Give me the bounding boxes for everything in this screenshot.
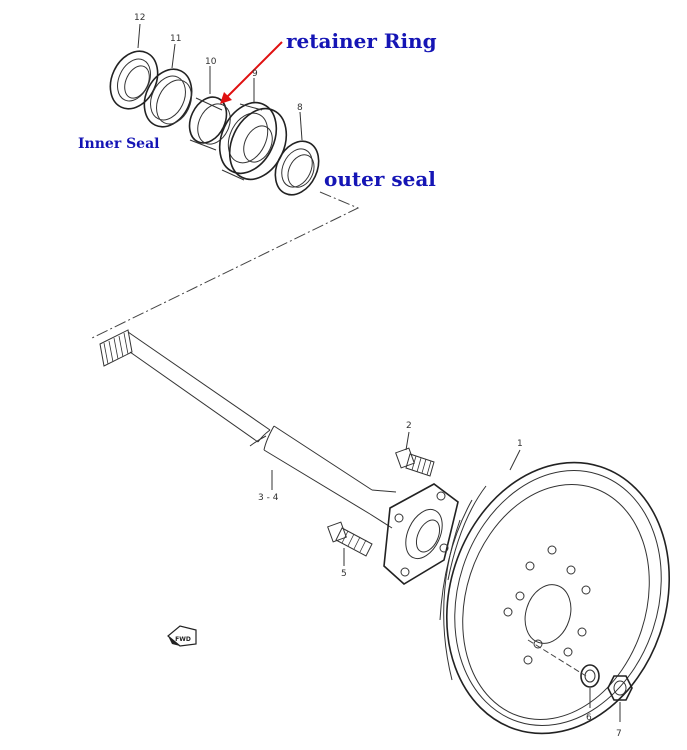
annotation-outer-seal: outer seal [324,167,436,191]
fwd-indicator: FWD [167,625,197,647]
assembly-dashed-line [91,191,360,339]
callout-6: 6 [586,713,592,723]
part-10-retainer-ring [188,96,231,151]
part-1-brake-drum [439,449,671,735]
annotation-inner-seal: Inner Seal [78,136,159,152]
part-2-bolt [395,431,435,477]
callout-5: 5 [341,569,347,579]
wheel-stud-leader [527,639,587,677]
callout-7: 7 [616,729,622,739]
part-7-nut [607,675,633,722]
axle-shaft [99,329,397,529]
callout-3-4: 3 - 4 [258,493,279,503]
callout-11: 11 [170,34,181,44]
part-8-outer-seal [274,140,320,196]
callout-9: 9 [252,69,258,79]
callout-8: 8 [297,103,303,113]
callout-12: 12 [134,13,145,23]
seal-bearing-stack [109,50,320,196]
callout-10: 10 [205,57,217,67]
callout-1: 1 [517,439,523,449]
callout-2: 2 [406,421,412,431]
axle-flange [383,483,459,585]
part-11-inner-seal [143,68,193,128]
top-leader-lines [137,23,303,141]
retainer-arrow [220,41,283,104]
fwd-label: FWD [175,636,191,643]
annotation-retainer-ring: retainer Ring [286,29,437,53]
part-6-washer [580,664,600,708]
part-9-bearing [218,101,288,181]
part-5-bolt [327,521,373,566]
